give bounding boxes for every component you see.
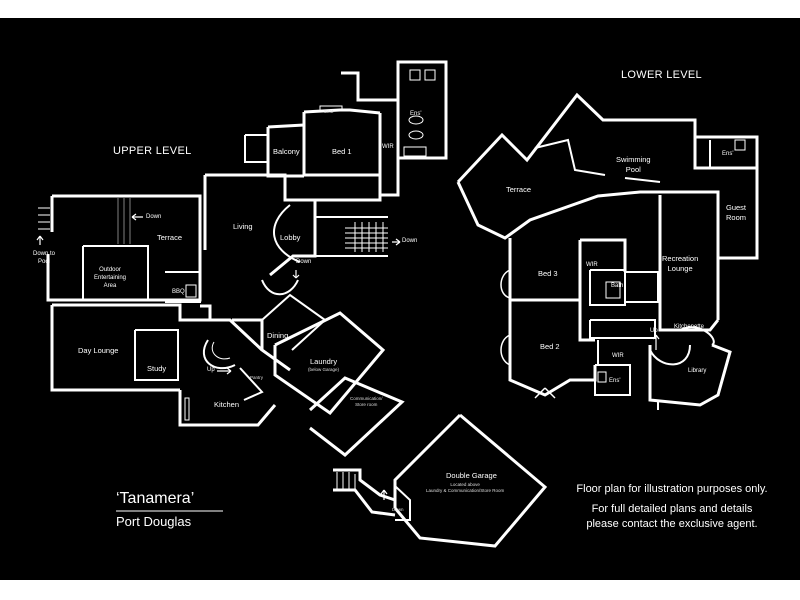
garage-walls — [333, 413, 548, 548]
room-pantry: Pantry — [250, 375, 264, 380]
room-day-lounge: Day Lounge — [78, 346, 119, 355]
label-up-kitchen: Up — [207, 367, 215, 373]
label-down-lobby-stairs: Down — [402, 238, 418, 244]
room-communication-store: Communication/ Store room — [350, 396, 383, 407]
room-wir-bed2: WIR — [612, 353, 624, 359]
label-garage-location: Located above Laundry & Communication/St… — [426, 482, 505, 493]
room-bed2: Bed 2 — [540, 342, 560, 351]
room-ensuite-guest: Ens' — [722, 151, 734, 157]
label-up-lower: Up — [650, 328, 658, 334]
room-ensuite-bed2: Ens' — [609, 378, 621, 384]
disclaimer-line-1: Floor plan for illustration purposes onl… — [576, 483, 768, 495]
room-terrace-lower: Terrace — [506, 185, 532, 194]
direction-arrows — [36, 213, 660, 500]
room-dining: Dining — [267, 331, 289, 340]
room-wir-bed3: WIR — [586, 262, 598, 268]
room-double-garage: Double Garage — [446, 471, 497, 480]
label-down-lobby: Down — [296, 259, 312, 265]
lower-level-walls — [456, 92, 759, 410]
room-laundry: Laundry — [310, 357, 338, 366]
room-terrace-upper: Terrace — [157, 233, 183, 242]
room-swimming-pool: Swimming Pool — [616, 155, 651, 174]
floor-plan-canvas: UPPER LEVEL LOWER LEVEL Balcony Bed 1 Se… — [0, 18, 800, 580]
upper-level-walls — [38, 60, 448, 457]
room-guest: Guest Room — [726, 203, 747, 222]
label-down-to-pool: Down to Pool — [33, 251, 56, 265]
property-name: ‘Tanamera’ — [116, 490, 195, 507]
room-library: Library — [688, 368, 707, 374]
room-study: Study — [147, 364, 167, 373]
label-laundry-below-garage: (below Garage) — [308, 367, 340, 372]
room-bath-lower: Bath — [611, 283, 624, 289]
room-wir-upper: WIR — [382, 144, 394, 150]
room-balcony: Balcony — [273, 147, 300, 156]
room-recreation-lounge: Recreation Lounge — [662, 254, 699, 273]
property-location: Port Douglas — [116, 514, 192, 529]
disclaimer-line-3: please contact the exclusive agent. — [586, 518, 758, 530]
room-kitchenette: Kitchenette — [674, 324, 705, 330]
room-living: Living — [233, 222, 253, 231]
label-seat: Seat — [324, 109, 334, 114]
room-bbq: BBQ — [172, 289, 185, 295]
room-ensuite-upper: Ens' — [410, 111, 422, 117]
label-down-terrace: Down — [146, 214, 162, 220]
room-bed1: Bed 1 — [332, 147, 352, 156]
label-down-garage: Down — [392, 507, 404, 512]
room-kitchen: Kitchen — [214, 400, 240, 409]
lower-level-heading: LOWER LEVEL — [621, 69, 702, 81]
room-bed3: Bed 3 — [538, 269, 558, 278]
disclaimer-line-2: For full detailed plans and details — [591, 503, 753, 515]
upper-level-heading: UPPER LEVEL — [113, 145, 192, 157]
room-lobby: Lobby — [280, 233, 301, 242]
floor-plan-drawing — [36, 60, 759, 548]
room-outdoor-entertaining: Outdoor Entertaining Area — [94, 267, 127, 289]
